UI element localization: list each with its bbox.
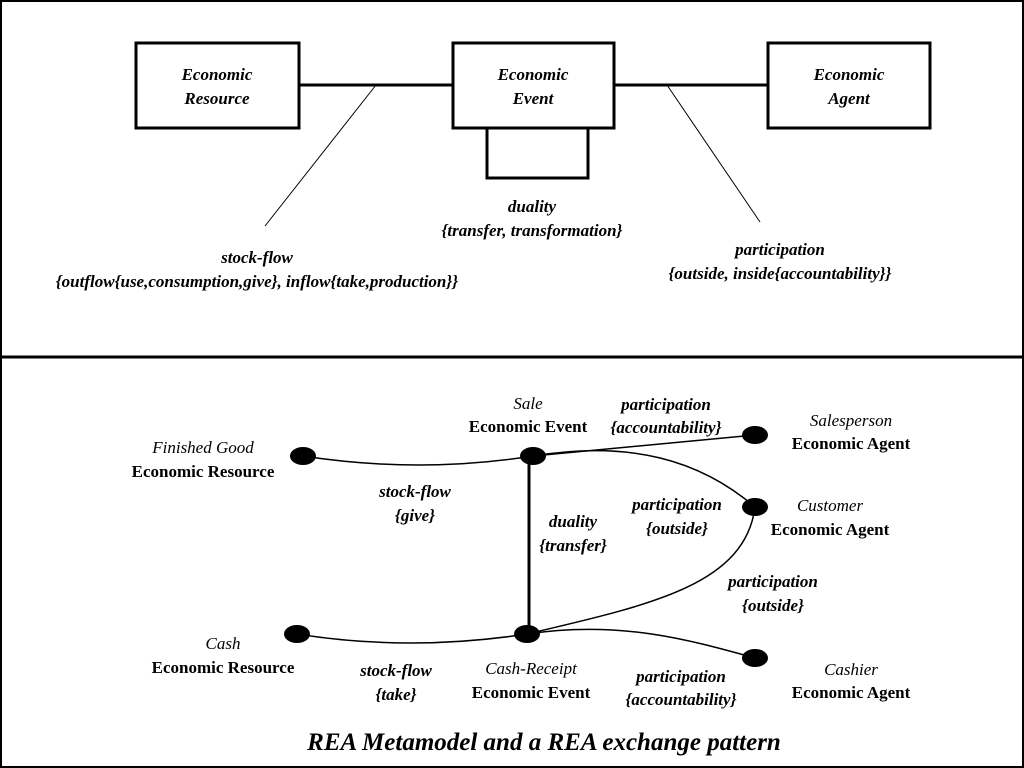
stock-flow-pointer — [264, 84, 377, 227]
salesperson-name: Salesperson — [810, 411, 892, 430]
part-receipt-customer-label: participation — [726, 572, 818, 591]
sale-name: Sale — [513, 394, 543, 413]
edge-cash-receipt-customer — [526, 506, 756, 635]
sf-take-values: {take} — [375, 685, 416, 704]
agent-box-line2: Agent — [827, 89, 871, 108]
edge-sale-customer — [532, 449, 756, 508]
cashier-type: Economic Agent — [792, 683, 911, 702]
sf-give-values: {give} — [395, 506, 435, 525]
node-cash — [284, 625, 310, 643]
customer-name: Customer — [797, 496, 864, 515]
duality-label: duality — [508, 197, 557, 216]
agent-box-line1: Economic — [813, 65, 885, 84]
cash-receipt-name: Cash-Receipt — [485, 659, 578, 678]
stock-flow-values: {outflow{use,consumption,give}, inflow{t… — [56, 272, 459, 291]
node-cashier — [742, 649, 768, 667]
participation-pointer — [666, 84, 761, 223]
duality-loop — [485, 128, 590, 180]
node-cash-receipt — [514, 625, 540, 643]
sf-give-label: stock-flow — [378, 482, 451, 501]
part-receipt-cashier-values: {accountability} — [626, 690, 737, 709]
edge-cash-receipt-cashier — [526, 628, 756, 659]
part-sale-salesperson-values: {accountability} — [611, 418, 722, 437]
node-finished-good — [290, 447, 316, 465]
participation-values: {outside, inside{accountability}} — [669, 264, 892, 283]
cash-name: Cash — [206, 634, 241, 653]
finished-good-name: Finished Good — [151, 438, 254, 457]
part-receipt-customer-values: {outside} — [742, 596, 804, 615]
edge-finished-good-sale — [302, 455, 534, 466]
finished-good-type: Economic Resource — [132, 462, 275, 481]
sf-take-label: stock-flow — [359, 661, 432, 680]
duality-transfer-values: {transfer} — [539, 536, 607, 555]
part-receipt-cashier-label: participation — [634, 667, 726, 686]
duality-transfer-label: duality — [549, 512, 598, 531]
customer-type: Economic Agent — [771, 520, 890, 539]
participation-label: participation — [733, 240, 825, 259]
duality-values: {transfer, transformation} — [442, 221, 623, 240]
stock-flow-label: stock-flow — [220, 248, 293, 267]
event-box-line2: Event — [512, 89, 555, 108]
exchange-pattern-panel: Finished Good Economic Resource Sale Eco… — [132, 394, 911, 756]
edge-cash-cash-receipt — [296, 633, 528, 644]
economic-agent-box: Economic Agent — [766, 41, 932, 130]
sale-type: Economic Event — [469, 417, 588, 436]
economic-event-box: Economic Event — [451, 41, 616, 130]
economic-resource-box: Economic Resource — [134, 41, 301, 130]
cash-receipt-type: Economic Event — [472, 683, 591, 702]
node-salesperson — [742, 426, 768, 444]
resource-box-line2: Resource — [183, 89, 250, 108]
resource-box-line1: Economic — [181, 65, 253, 84]
edge-sale-salesperson — [532, 434, 756, 457]
part-sale-customer-label: participation — [630, 495, 722, 514]
diagram-caption: REA Metamodel and a REA exchange pattern — [306, 729, 781, 756]
event-box-line1: Economic — [497, 65, 569, 84]
node-sale — [520, 447, 546, 465]
metamodel-panel: Economic Resource Economic Event Economi… — [56, 41, 932, 291]
salesperson-type: Economic Agent — [792, 434, 911, 453]
cashier-name: Cashier — [824, 660, 878, 679]
part-sale-customer-values: {outside} — [646, 519, 708, 538]
node-customer — [742, 498, 768, 516]
cash-type: Economic Resource — [152, 658, 295, 677]
part-sale-salesperson-label: participation — [619, 395, 711, 414]
